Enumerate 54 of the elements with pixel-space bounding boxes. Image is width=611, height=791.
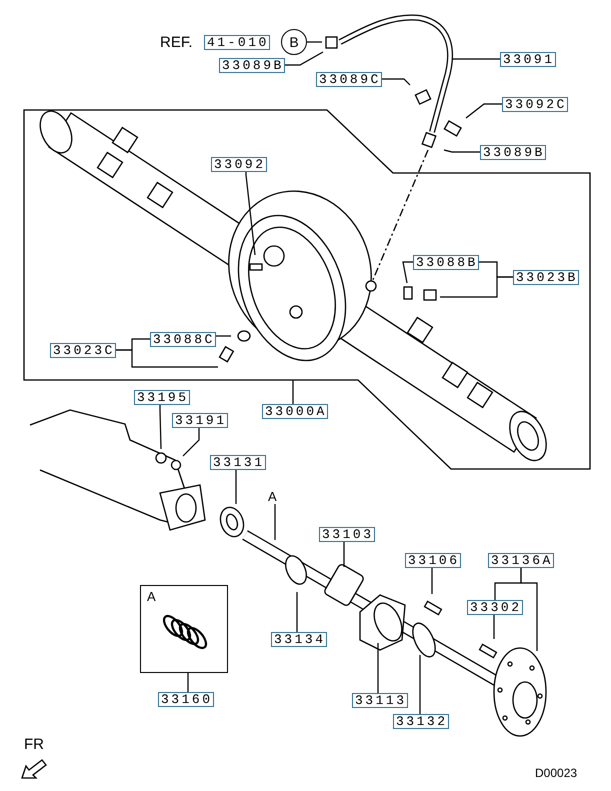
- leader-line: [440, 276, 513, 298]
- leader-line: [444, 149, 480, 153]
- part-number: 33000A: [262, 404, 328, 419]
- part-number: 33088B: [413, 255, 479, 270]
- detail-reference-letter: A: [268, 490, 277, 504]
- leader-line: [431, 568, 433, 594]
- part-number: 33089B: [219, 58, 285, 73]
- part-number: 33134: [271, 632, 327, 647]
- leader-line: [274, 504, 276, 540]
- leader-line: [493, 615, 495, 639]
- detail-box: [140, 585, 228, 673]
- leader-line: [402, 261, 413, 284]
- part-number: 33092C: [502, 97, 568, 112]
- part-number: 33089B: [480, 145, 546, 160]
- part-number: 33023B: [513, 270, 579, 285]
- leader-line: [292, 380, 294, 404]
- leader-line: [116, 349, 218, 368]
- leader-line: [377, 643, 379, 693]
- leader-line: [182, 428, 200, 456]
- part-number: 33088C: [150, 332, 216, 347]
- part-number: 33160: [158, 692, 214, 707]
- part-number: 33023C: [50, 343, 116, 358]
- part-number: 33195: [134, 390, 190, 405]
- part-number: 33191: [172, 413, 228, 428]
- leader-line: [419, 655, 421, 714]
- part-number: 33091: [500, 52, 556, 67]
- leader-line: [307, 41, 322, 43]
- part-number: 33103: [319, 527, 375, 542]
- leader-line: [466, 103, 502, 118]
- part-number: 33131: [210, 455, 266, 470]
- part-number: 33092: [211, 157, 267, 172]
- reference-text: REF.: [160, 35, 193, 50]
- part-number: 33113: [352, 693, 408, 708]
- part-number: 33089C: [316, 72, 382, 87]
- leader-line: [343, 542, 345, 567]
- leader-line: [245, 172, 256, 256]
- drawing-number: D00023: [535, 766, 578, 781]
- part-number: 41-010: [204, 35, 270, 50]
- direction-label: FR: [24, 737, 44, 752]
- reference-circle: B: [281, 29, 307, 55]
- part-number: 33106: [405, 553, 461, 568]
- detail-letter: A: [147, 590, 156, 604]
- leader-line: [235, 470, 237, 504]
- leader-line: [159, 405, 162, 450]
- leader-line: [452, 58, 500, 60]
- leader-line: [382, 78, 410, 86]
- leader-line: [187, 673, 189, 692]
- part-number: 33132: [393, 714, 449, 729]
- leader-line: [520, 568, 538, 651]
- part-number: 33302: [467, 600, 523, 615]
- leader-line: [296, 592, 298, 632]
- leader-line: [284, 51, 324, 66]
- part-number: 33136A: [488, 553, 554, 568]
- leader-line: [216, 335, 231, 337]
